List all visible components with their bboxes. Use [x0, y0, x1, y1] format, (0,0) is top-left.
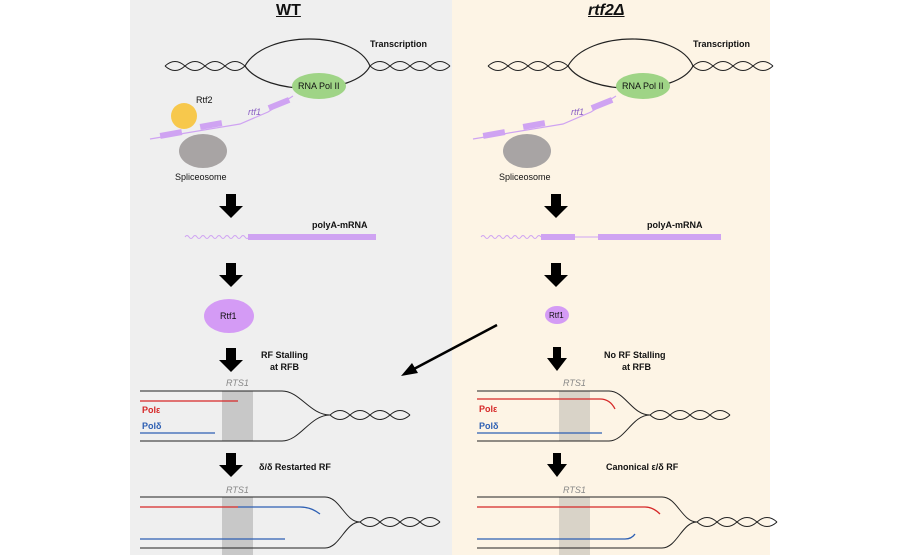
- mut-canonical-label: Canonical ε/δ RF: [606, 462, 679, 472]
- wt-restarted-fork: [140, 496, 441, 555]
- wt-restart-label: δ/δ Restarted RF: [259, 462, 331, 472]
- mut-rtf1-protein: [545, 306, 569, 324]
- mut-pre-mrna: [472, 95, 617, 140]
- wt-spliceosome-label: Spliceosome: [175, 172, 227, 182]
- wt-rtf2-label: Rtf2: [196, 95, 213, 105]
- mutant-heading: rtf2Δ: [588, 2, 625, 19]
- wt-polya-mrna: [184, 234, 376, 240]
- mut-arrow-3: [547, 347, 567, 371]
- wt-rtf2-protein: [171, 103, 197, 129]
- wt-pol-epsilon-label: Polε: [142, 405, 161, 415]
- wt-mrna-label: polyA-mRNA: [312, 220, 368, 230]
- wt-arrow-4: [219, 453, 243, 477]
- mut-stall-label-2: at RFB: [622, 362, 652, 372]
- wt-rtf1-protein: [204, 299, 254, 333]
- mut-pol-epsilon-label: Polε: [479, 404, 498, 414]
- wt-rtf1-gene-label: rtf1: [248, 107, 261, 117]
- mut-polya-mrna: [480, 234, 721, 240]
- mut-spliceosome-label: Spliceosome: [499, 172, 551, 182]
- wt-stall-label-1: RF Stalling: [261, 350, 308, 360]
- wt-transcription-label: Transcription: [370, 39, 427, 49]
- wt-arrow-2: [219, 263, 243, 287]
- mut-mrna-label: polyA-mRNA: [647, 220, 703, 230]
- mut-stall-label-1: No RF Stalling: [604, 350, 666, 360]
- mut-arrow-2: [544, 263, 568, 287]
- mut-spliceosome: [503, 134, 551, 168]
- wt-rna-pol-ii: [292, 73, 346, 99]
- wt-heading: WT: [276, 2, 301, 19]
- wt-arrow-3: [219, 348, 243, 372]
- mut-canonical-fork: [477, 496, 778, 555]
- mut-pol-delta-label: Polδ: [479, 421, 499, 431]
- wt-spliceosome: [179, 134, 227, 168]
- wt-panel: [130, 0, 452, 555]
- mut-rts1-label-a: RTS1: [563, 378, 586, 388]
- mut-arrow-4: [547, 453, 567, 477]
- mut-rna-pol-ii: [616, 73, 670, 99]
- mut-rts1-label-b: RTS1: [563, 485, 586, 495]
- wt-rts1-label-b: RTS1: [226, 485, 249, 495]
- rtf2-mutant-panel: [452, 0, 770, 555]
- cross-panel-arrow: [401, 323, 498, 376]
- wt-stall-label-2: at RFB: [270, 362, 300, 372]
- mut-rna-pol-label: RNA Pol II: [622, 81, 664, 91]
- wt-stalled-fork: [140, 390, 411, 442]
- wt-arrow-1: [219, 194, 243, 218]
- wt-rtf1-protein-label: Rtf1: [220, 311, 237, 321]
- mut-passing-fork: [477, 390, 731, 442]
- wt-pol-delta-label: Polδ: [142, 421, 162, 431]
- mut-arrow-1: [544, 194, 568, 218]
- mut-rtf1-gene-label: rtf1: [571, 107, 584, 117]
- wt-rna-pol-label: RNA Pol II: [298, 81, 340, 91]
- mut-transcription-label: Transcription: [693, 39, 750, 49]
- wt-pre-mrna: [149, 95, 294, 140]
- wt-rts1-label-a: RTS1: [226, 378, 249, 388]
- mut-rtf1-protein-label: Rtf1: [549, 311, 564, 320]
